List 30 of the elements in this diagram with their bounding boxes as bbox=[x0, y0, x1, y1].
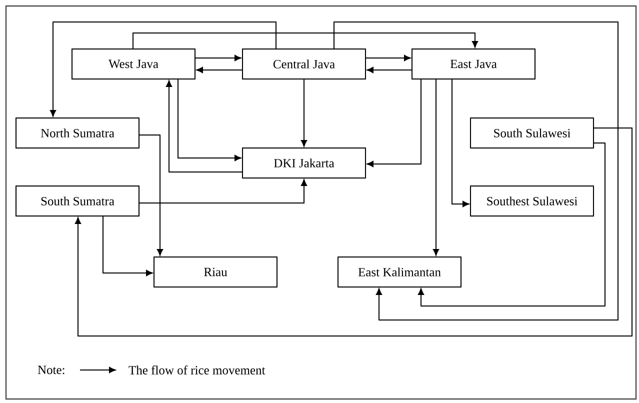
arrow bbox=[196, 66, 243, 74]
note-label: Note: bbox=[38, 366, 64, 374]
arrow bbox=[102, 216, 153, 276]
region-box: East Kalimantan bbox=[338, 256, 462, 288]
arrow bbox=[194, 54, 242, 62]
arrow bbox=[300, 78, 308, 147]
arrow bbox=[138, 134, 164, 256]
region-box: Riau bbox=[154, 256, 278, 288]
arrow bbox=[50, 22, 276, 117]
region-box: East Java bbox=[412, 48, 536, 80]
arrow bbox=[366, 78, 422, 168]
arrow bbox=[166, 80, 243, 172]
region-box: DKI Jakarta bbox=[242, 148, 366, 178]
region-box: South Sumatra bbox=[16, 186, 140, 216]
region-box: Southest Sulawesi bbox=[470, 186, 594, 216]
arrow bbox=[138, 179, 308, 204]
arrow bbox=[366, 66, 412, 74]
arrow bbox=[132, 32, 478, 50]
region-box: North Sumatra bbox=[16, 118, 140, 148]
arrow bbox=[418, 142, 606, 306]
region-box: South Sulawesi bbox=[470, 118, 594, 148]
region-box: West Java bbox=[72, 48, 196, 80]
arrow bbox=[74, 128, 632, 336]
arrow bbox=[365, 54, 411, 62]
arrow bbox=[452, 78, 470, 208]
region-box: Central Java bbox=[242, 48, 366, 80]
arrow bbox=[334, 22, 618, 320]
legend-text: The flow of rice movement bbox=[128, 366, 266, 374]
arrow bbox=[178, 78, 242, 162]
arrow bbox=[432, 78, 440, 256]
